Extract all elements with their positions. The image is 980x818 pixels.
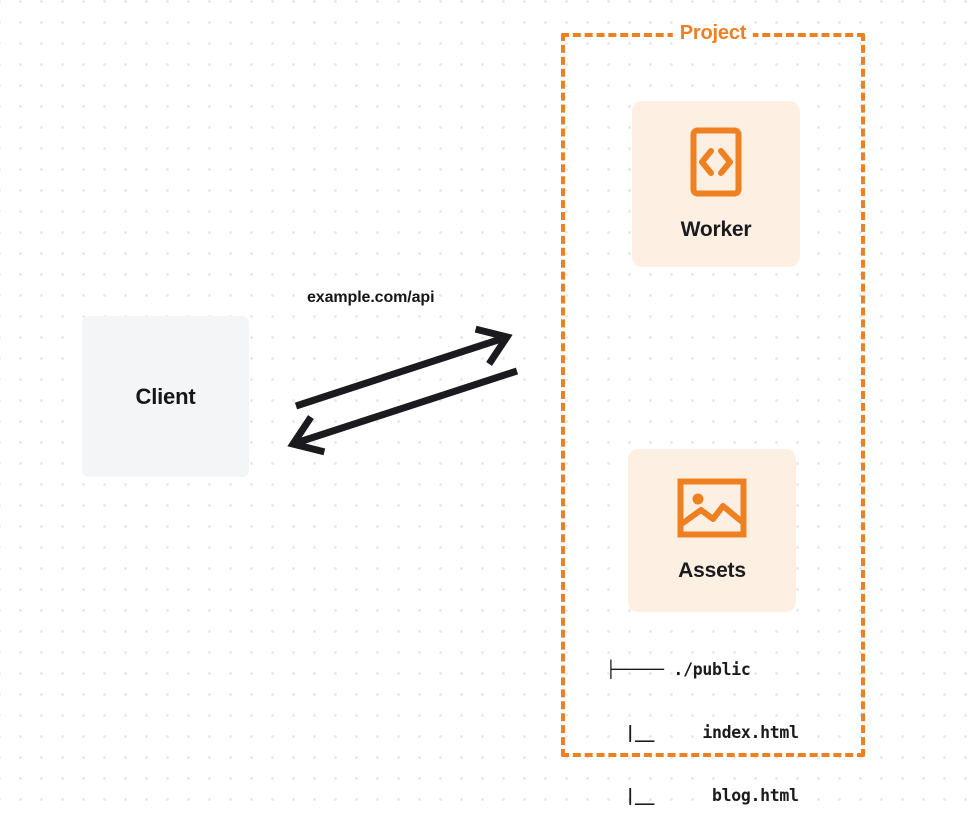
file-tree-item: |__ blog.html [606,786,799,805]
client-node[interactable]: Client [82,316,249,477]
project-boundary: Project [561,22,865,757]
connection-label: example.com/api [307,289,435,306]
image-icon [677,478,747,543]
response-arrow-head [287,415,326,456]
assets-node[interactable]: Assets [628,449,796,612]
client-label: Client [135,383,196,409]
file-tree-root: ├───── ./public [606,660,751,679]
assets-file-tree: ├───── ./public |__ index.html |__ blog.… [606,617,799,818]
response-arrow-line [297,367,519,446]
project-title: Project [672,22,754,45]
request-arrow-line [294,335,503,410]
file-tree-item: |__ index.html [606,723,799,742]
code-brackets-icon [690,127,742,202]
assets-label: Assets [678,559,746,582]
request-arrow-head [474,325,513,366]
worker-label: Worker [680,217,752,241]
worker-node[interactable]: Worker [632,101,800,267]
